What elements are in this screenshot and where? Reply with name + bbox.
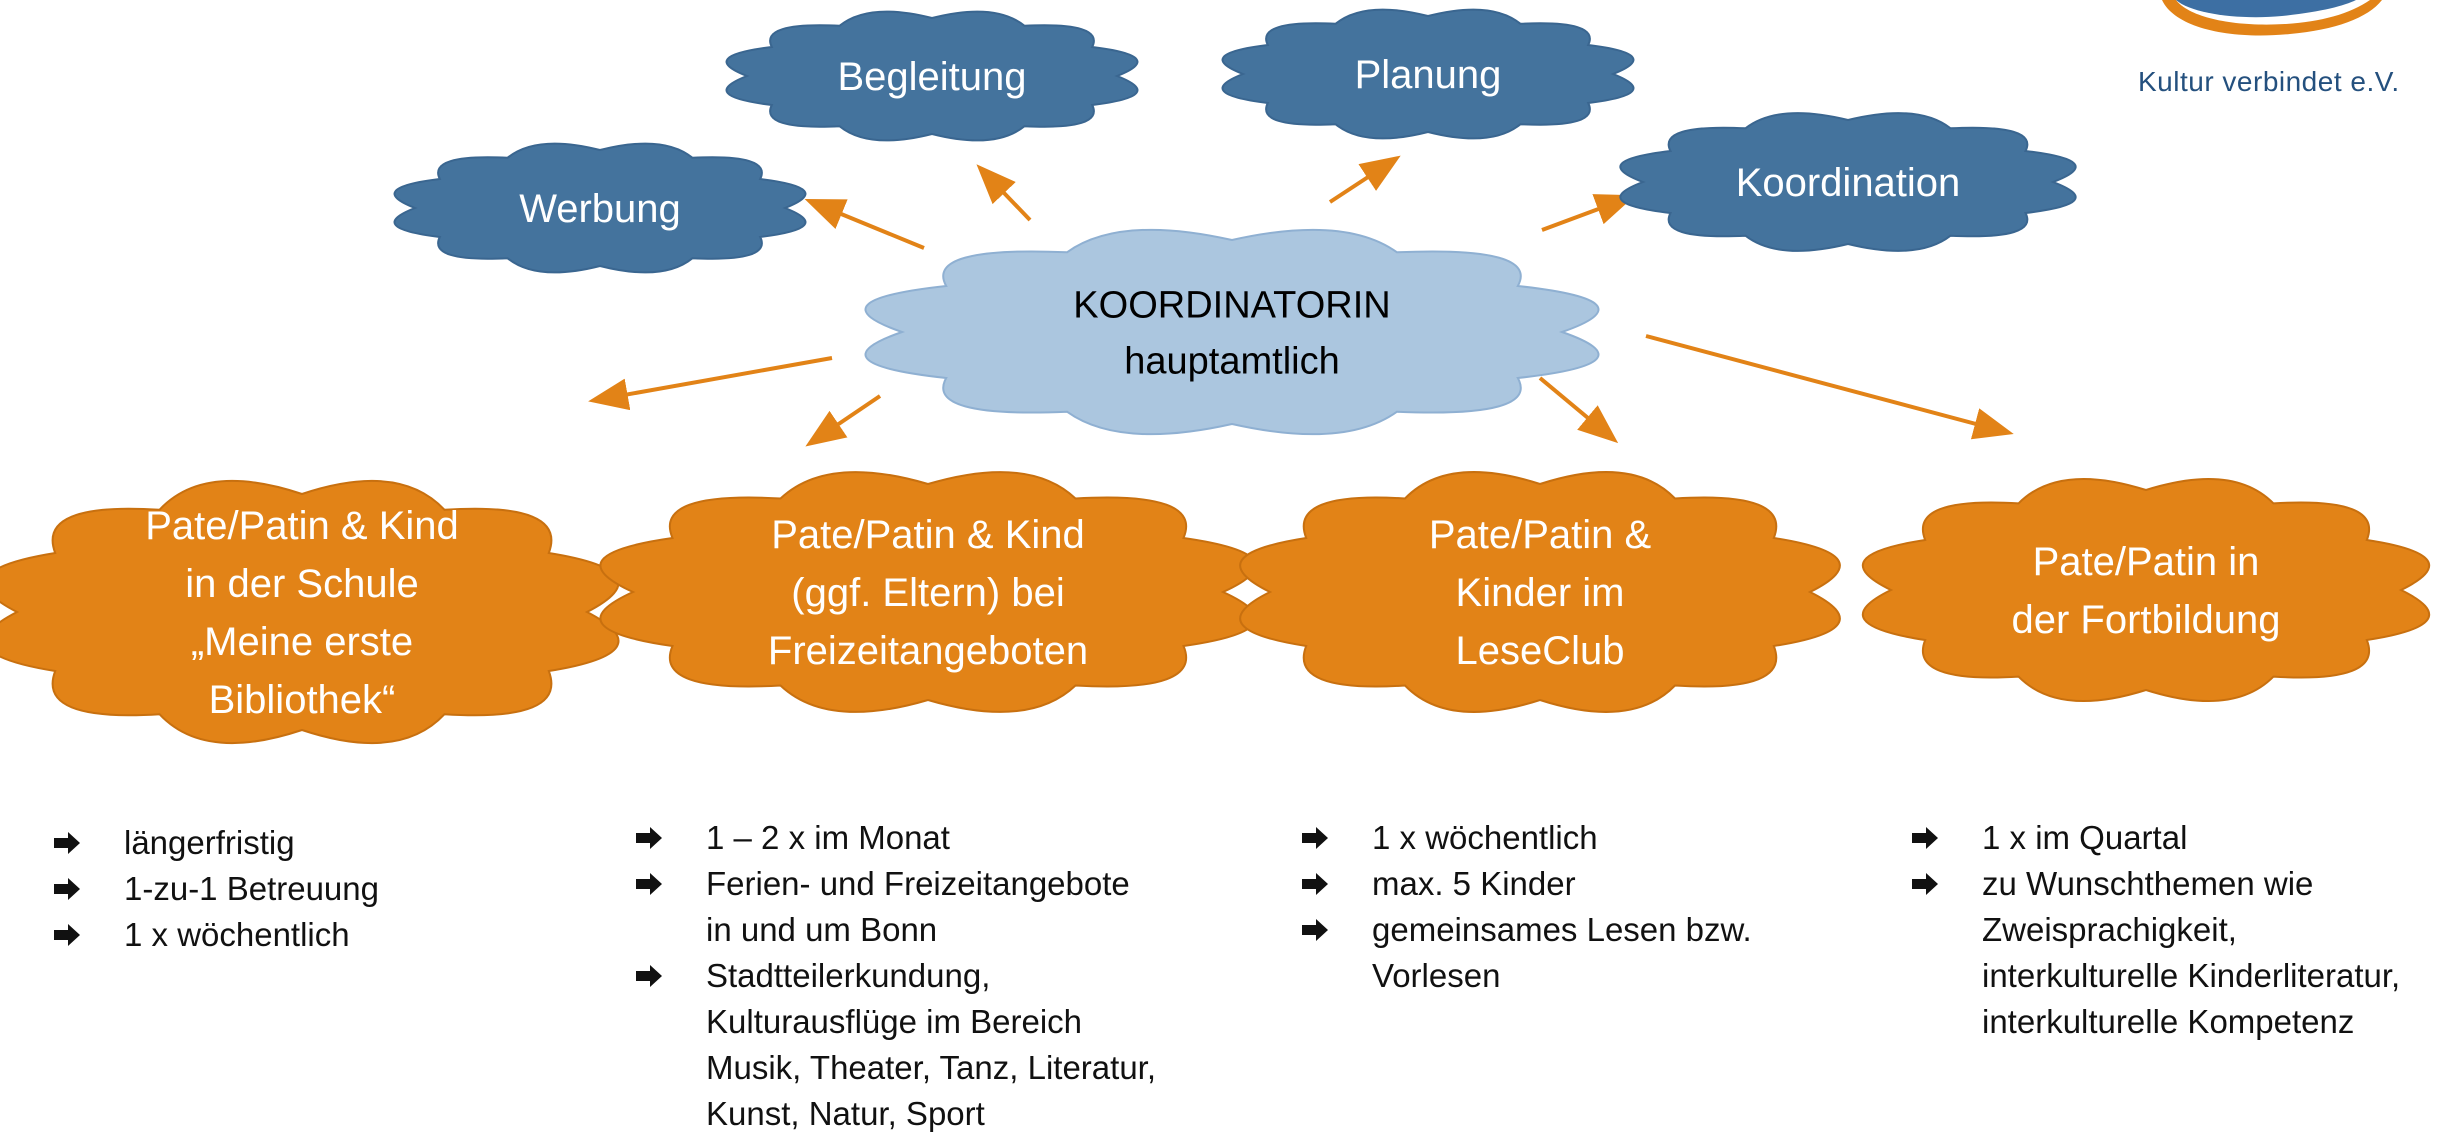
center-line-2: hauptamtlich [1124,340,1339,382]
arrow-bullet-icon [1302,873,1328,895]
arrow-bullet-icon [1912,873,1938,895]
arrow-7 [1538,376,1619,444]
arrow-bullet-icon [54,924,80,946]
list-item-text: Stadtteilerkundung, [706,957,991,994]
arrow-bullet-icon [636,873,662,895]
cloud-koordinatorin: KOORDINATORIN hauptamtlich [864,228,1600,436]
list-item-text: Vorlesen [1372,957,1501,994]
cloud-begleitung-label: Begleitung [837,55,1026,99]
list-item-text: max. 5 Kinder [1372,865,1576,902]
arrow-4 [1541,194,1636,232]
detail-list-1: längerfristig 1-zu-1 Betreuung 1 x wöchent… [54,820,379,958]
cloud-schule-line-3: „Meine erste [191,620,413,664]
list-item-text: 1 x im Quartal [1982,819,2188,856]
list-item: 1-zu-1 Betreuung [54,866,379,912]
arrow-bullet-icon [636,965,662,987]
cloud-fortbildung-line-2: der Fortbildung [2011,598,2280,642]
arrow-bullet-icon [1302,827,1328,849]
cloud-koordinatorin-shape [864,228,1600,436]
arrow-6 [805,394,882,447]
list-item-text: 1 – 2 x im Monat [706,819,950,856]
list-item: längerfristig [54,820,379,866]
list-item-text: zu Wunschthemen wie [1982,865,2314,902]
list-item: 1 – 2 x im Monat [636,815,1156,861]
cloud-werbung-shape [393,142,807,274]
list-item: max. 5 Kinder [1302,861,1752,907]
list-item-text: Zweisprachigkeit, [1982,911,2237,948]
detail-list-3: 1 x wöchentlich max. 5 Kinder gemeinsames … [1302,815,1752,999]
center-line-1: KOORDINATORIN [1073,284,1390,326]
arrow-2 [976,164,1032,222]
list-item-text: in und um Bonn [706,911,938,948]
list-item-text: 1 x wöchentlich [1372,819,1598,856]
arrow-bullet-icon [1302,919,1328,941]
list-item-text: 1 x wöchentlich [124,916,350,953]
cloud-schule-line-2: in der Schule [185,562,418,606]
cloud-koordination-label: Koordination [1736,161,1961,205]
arrow-5 [588,356,833,411]
list-item: Stadtteilerkundung, Kulturausflüge im Ber… [636,953,1156,1137]
list-item: 1 x wöchentlich [54,912,379,958]
list-item-text: längerfristig [124,824,295,861]
cloud-schule: Pate/Patin & Kind in der Schule „Meine ers… [0,479,620,745]
arrow-3 [1328,155,1401,204]
cloud-leseclub-line-3: LeseClub [1455,629,1624,673]
arrow-bullet-icon [54,832,80,854]
list-item: Ferien- und Freizeitangebote in und um Bo… [636,861,1156,953]
cloud-planung: Planung [1221,8,1635,140]
cloud-fortbildung-line-1: Pate/Patin in [2033,540,2260,584]
arrow-bullet-icon [54,878,80,900]
list-item-text: interkulturelle Kompetenz [1982,1003,2355,1040]
list-item: gemeinsames Lesen bzw. Vorlesen [1302,907,1752,999]
cloud-koordination: Koordination [1619,112,2077,252]
cloud-leseclub-line-1: Pate/Patin & [1429,513,1652,557]
cloud-schule-line-1: Pate/Patin & Kind [145,504,459,548]
list-item-text: Ferien- und Freizeitangebote [706,865,1130,902]
logo-swoosh [2162,0,2382,36]
arrow-group [588,155,2014,447]
arrow-bullet-icon [1912,827,1938,849]
cloud-planung-shape [1221,8,1635,140]
cloud-schule-line-4: Bibliothek“ [209,678,396,722]
cloud-leseclub-line-2: Kinder im [1456,571,1625,615]
cloud-koordination-shape [1619,112,2077,252]
cloud-werbung: Werbung [393,142,807,274]
list-item: 1 x wöchentlich [1302,815,1752,861]
logo-text: Kultur verbindet e.V. [2138,66,2400,97]
list-item-text: 1-zu-1 Betreuung [124,870,379,907]
cloud-werbung-label: Werbung [519,187,681,231]
cloud-freizeit-line-3: Freizeitangeboten [768,629,1088,673]
cloud-group: Werbung Begleitung PlanungKoordinationKOOR… [0,8,2431,745]
list-item: 1 x im Quartal [1912,815,2400,861]
cloud-begleitung-shape [725,10,1139,142]
arrow-8 [1645,334,2014,440]
cloud-freizeit-line-1: Pate/Patin & Kind [771,513,1085,557]
cloud-freizeit-line-2: (ggf. Eltern) bei [791,571,1064,615]
cloud-leseclub-shape [1239,471,1841,713]
cloud-fortbildung: Pate/Patin in der Fortbildung [1861,477,2431,703]
list-item-text: Musik, Theater, Tanz, Literatur, [706,1049,1157,1086]
cloud-schule-shape [0,479,620,745]
arrow-1 [804,198,925,250]
cloud-planung-label: Planung [1355,53,1502,97]
list-item-text: interkulturelle Kinderliteratur, [1982,957,2401,994]
cloud-freizeit-shape [599,471,1257,713]
cloud-leseclub: Pate/Patin & Kinder im LeseClub [1239,471,1841,713]
cloud-begleitung: Begleitung [725,10,1139,142]
list-item-text: gemeinsames Lesen bzw. [1372,911,1752,948]
list-item-text: Kulturausflüge im Bereich [706,1003,1083,1040]
cloud-freizeit: Pate/Patin & Kind (ggf. Eltern) beiFreize… [599,471,1257,713]
cloud-fortbildung-shape [1861,477,2431,703]
arrow-bullet-icon [636,827,662,849]
list-item-text: Kunst, Natur, Sport [706,1095,985,1132]
